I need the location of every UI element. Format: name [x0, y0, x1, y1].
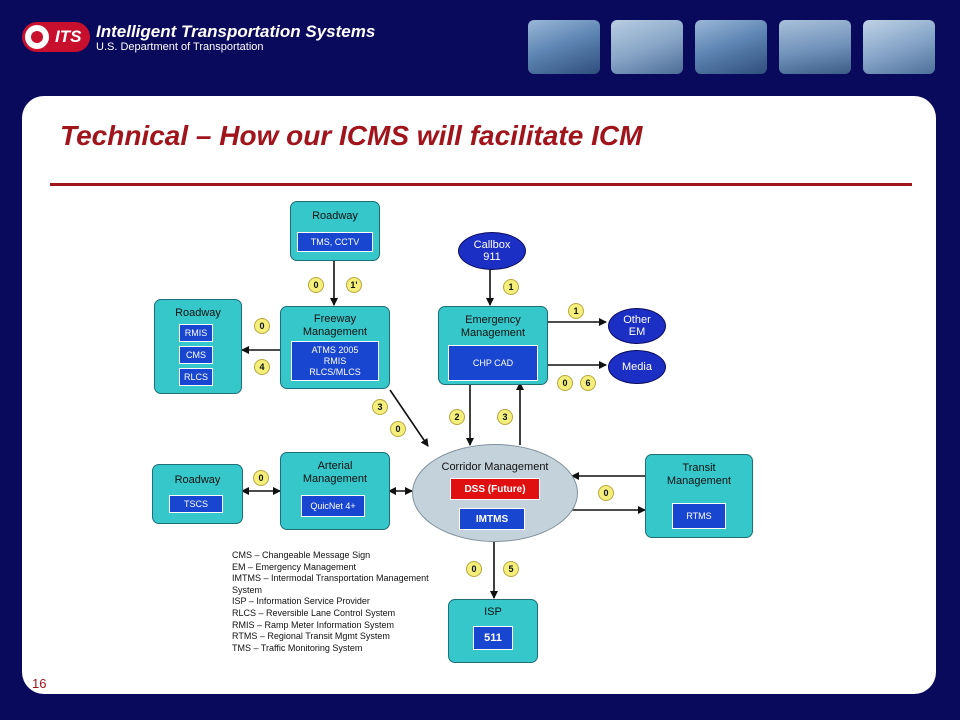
- node-callbox-911: Callbox 911: [458, 232, 526, 270]
- node-title: Arterial Management: [302, 460, 368, 485]
- node-roadway-arterial: Roadway TSCS: [152, 464, 243, 524]
- item-tscs: TSCS: [169, 495, 223, 513]
- legend-item: TMS – Traffic Monitoring System: [232, 642, 363, 653]
- truck-photo: [611, 20, 683, 74]
- node-title: ISP: [484, 606, 502, 618]
- header-banner: ITS Intelligent Transportation Systems U…: [0, 0, 960, 92]
- item-511: 511: [473, 626, 513, 650]
- item-dss-future: DSS (Future): [450, 478, 540, 500]
- item-tms-cctv: TMS, CCTV: [297, 232, 373, 252]
- item-cms: CMS: [179, 346, 213, 364]
- node-transit-management: Transit Management RTMS: [645, 454, 753, 538]
- slide-title: Technical – How our ICMS will facilitate…: [60, 120, 643, 151]
- node-media: Media: [608, 350, 666, 384]
- legend-item: CMS – Changeable Message Sign: [232, 550, 371, 560]
- node-freeway-management: Freeway Management ATMS 2005 RMIS RLCS/M…: [280, 306, 390, 389]
- node-roadway-left: Roadway RMIS CMS RLCS: [154, 299, 242, 394]
- node-roadway-top: Roadway TMS, CCTV: [290, 201, 380, 261]
- edge-label: 2: [449, 409, 465, 425]
- item-atms: ATMS 2005 RMIS RLCS/MLCS: [291, 341, 379, 381]
- item-quicnet: QuicNet 4+: [301, 495, 365, 517]
- item-rlcs: RLCS: [179, 368, 213, 386]
- node-title: Roadway: [175, 307, 221, 319]
- org-subtitle: U.S. Department of Transportation: [96, 41, 264, 53]
- item-rmis: RMIS: [179, 324, 213, 342]
- edge-label: 3: [372, 399, 388, 415]
- content-panel: [22, 96, 936, 694]
- edge-label: 0: [390, 421, 406, 437]
- node-corridor-management: Corridor Management DSS (Future) IMTMS: [412, 444, 578, 542]
- legend-item: ISP – Information Service Provider: [232, 596, 370, 607]
- item-rtms: RTMS: [672, 503, 726, 529]
- road-photo: [695, 20, 767, 74]
- edge-label: 1': [346, 277, 362, 293]
- edge-label: 1: [568, 303, 584, 319]
- edge-label: 0: [598, 485, 614, 501]
- logo-text: ITS: [55, 27, 82, 46]
- title-divider: [50, 183, 912, 186]
- legend-item: System: [232, 584, 263, 595]
- page-number: 16: [32, 676, 47, 691]
- item-chp-cad: CHP CAD: [448, 345, 538, 381]
- edge-label: 0: [308, 277, 324, 293]
- legend-item: RLCS – Reversible Lane Control System: [232, 607, 396, 618]
- org-title: Intelligent Transportation Systems: [96, 22, 376, 41]
- edge-label: 3: [497, 409, 513, 425]
- edge-label: 4: [254, 359, 270, 375]
- legend-item: EM – Emergency Management: [232, 561, 357, 572]
- acronym-legend: CMS – Changeable Message Sign EM – Emerg…: [232, 550, 429, 654]
- swirl-icon: [25, 25, 49, 49]
- node-title: Corridor Management: [441, 461, 549, 473]
- item-imtms: IMTMS: [459, 508, 525, 530]
- semi-truck-photo: [863, 20, 935, 74]
- edge-label: 0: [466, 561, 482, 577]
- edge-label: 0: [254, 318, 270, 334]
- node-title: Emergency Management: [460, 314, 526, 339]
- its-logo: ITS: [22, 22, 90, 52]
- highway-photo: [528, 20, 600, 74]
- node-title: Transit Management: [666, 462, 732, 487]
- node-title: Roadway: [312, 210, 358, 222]
- node-arterial-management: Arterial Management QuicNet 4+: [280, 452, 390, 530]
- node-title: Freeway Management: [302, 313, 368, 338]
- edge-freeway-corridor: [389, 389, 429, 447]
- edge-label: 0: [253, 470, 269, 486]
- legend-item: RTMS – Regional Transit Mgmt System: [232, 631, 390, 642]
- bridge-photo: [779, 20, 851, 74]
- node-title: Roadway: [174, 474, 221, 486]
- node-other-em: Other EM: [608, 308, 666, 344]
- node-isp: ISP 511: [448, 599, 538, 663]
- edge-label: 5: [503, 561, 519, 577]
- node-emergency-management: Emergency Management CHP CAD: [438, 306, 548, 385]
- edge-label: 1: [503, 279, 519, 295]
- edge-label: 0: [557, 375, 573, 391]
- legend-item: RMIS – Ramp Meter Information System: [232, 619, 395, 630]
- edge-label: 6: [580, 375, 596, 391]
- legend-item: IMTMS – Intermodal Transportation Manage…: [232, 573, 429, 584]
